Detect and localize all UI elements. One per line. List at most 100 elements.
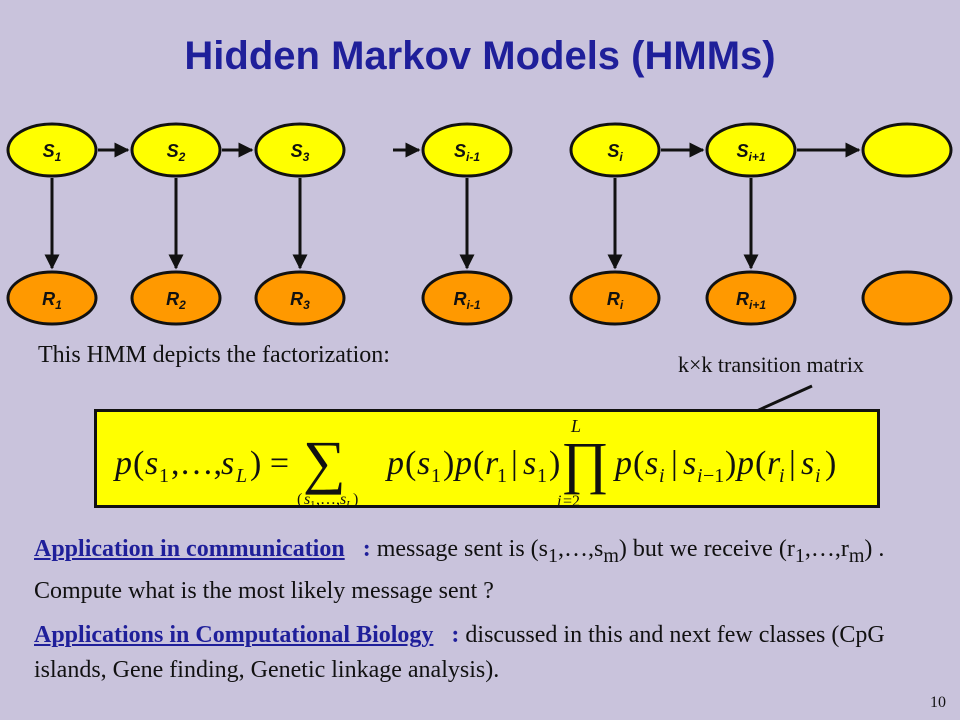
biology-paragraph: Applications in Computational Biology: d… [34, 618, 914, 688]
svg-text:p: p [613, 445, 632, 482]
svg-text:i: i [697, 465, 703, 487]
comm-text-d: ,…,r [804, 536, 849, 562]
biology-heading: Applications in Computational Biology [34, 622, 434, 648]
hidden-state-node [861, 122, 953, 178]
svg-text:s: s [801, 445, 814, 482]
svg-text:L: L [570, 416, 581, 436]
comm-sub-c: 1 [794, 544, 805, 567]
observation-node-label: Ri+1 [736, 289, 766, 312]
svg-text:1: 1 [159, 465, 169, 487]
svg-text:L: L [345, 499, 352, 511]
comm-sub-a: 1 [548, 544, 559, 567]
svg-text:): ) [353, 491, 358, 508]
slide-title: Hidden Markov Models (HMMs) [184, 34, 776, 78]
svg-text:1: 1 [310, 499, 316, 511]
observation-node: R2 [130, 270, 222, 326]
svg-text:1: 1 [497, 465, 507, 487]
svg-text:p: p [735, 445, 754, 482]
svg-text:s: s [417, 445, 430, 482]
factorization-formula: p ( s 1 ,…, s L ) = ∑ ( s 1 ,…, s L ) p … [94, 409, 880, 511]
svg-text:) =: ) = [250, 445, 289, 482]
communication-heading: Application in communication [34, 536, 345, 562]
svg-text:1: 1 [431, 465, 441, 487]
observation-node [861, 270, 953, 326]
observation-node-label: R1 [42, 289, 62, 312]
svg-text:i: i [659, 465, 665, 487]
svg-text:(: ( [755, 445, 766, 482]
observation-node-label: Ri [607, 289, 624, 312]
svg-text:r: r [767, 445, 781, 482]
svg-text:(: ( [633, 445, 644, 482]
comm-text-b: ,…,s [558, 536, 604, 562]
svg-text:s: s [340, 491, 346, 508]
formula-svg: p ( s 1 ,…, s L ) = ∑ ( s 1 ,…, s L ) p … [113, 416, 836, 511]
svg-text:s: s [304, 491, 310, 508]
svg-text:(: ( [405, 445, 416, 482]
svg-text:|: | [789, 445, 796, 482]
comm-sub-b: m [603, 544, 619, 567]
svg-text:i: i [815, 465, 821, 487]
hidden-state-node: S3 [254, 122, 346, 178]
hidden-state-node: Si [569, 122, 661, 178]
hmm-edges [44, 142, 861, 270]
hidden-state-node-label: Si-1 [454, 141, 480, 164]
biology-text: discussed in this and next few classes (… [34, 622, 885, 683]
biology-colon: : [451, 622, 460, 648]
observation-node-label: R2 [166, 289, 186, 312]
comm-text-a: message sent is (s [376, 536, 549, 562]
comm-sub-d: m [848, 544, 865, 567]
hidden-state-node: Si-1 [421, 122, 513, 178]
svg-text:|: | [511, 445, 518, 482]
svg-text:,…,: ,…, [171, 445, 222, 482]
hidden-state-node-label: S2 [167, 141, 186, 164]
svg-text:i: i [557, 493, 561, 510]
svg-text:): ) [443, 445, 454, 482]
hidden-state-node: S1 [6, 122, 98, 178]
svg-text:1: 1 [537, 465, 547, 487]
svg-text:∏: ∏ [561, 430, 609, 495]
hidden-state-node-label: Si [607, 141, 623, 164]
hmm-nodes: S1 S2 S3 Si-1 Si Si+1R1 R2 R3 Ri-1 Ri Ri+1 [6, 122, 953, 326]
svg-text:(: ( [133, 445, 144, 482]
svg-text:r: r [485, 445, 499, 482]
observation-node-label: Ri-1 [453, 289, 480, 312]
svg-text:,…,: ,…, [316, 491, 340, 508]
svg-text:s: s [523, 445, 536, 482]
svg-text:p: p [453, 445, 472, 482]
hidden-state-node: S2 [130, 122, 222, 178]
svg-text:(: ( [473, 445, 484, 482]
hidden-state-node-label: S3 [291, 141, 310, 164]
svg-text:s: s [221, 445, 234, 482]
svg-text:s: s [645, 445, 658, 482]
observation-node: R1 [6, 270, 98, 326]
factorization-label: This HMM depicts the factorization: [38, 342, 390, 368]
observation-node: R3 [254, 270, 346, 326]
svg-text:=2: =2 [563, 493, 580, 510]
svg-text:i: i [779, 465, 785, 487]
observation-node: Ri [569, 270, 661, 326]
hidden-state-node: Si+1 [705, 122, 797, 178]
observation-node-label: R3 [290, 289, 310, 312]
svg-text:s: s [145, 445, 158, 482]
hidden-state-node-label: S1 [43, 141, 62, 164]
transition-matrix-label: k×k transition matrix [678, 352, 864, 377]
svg-text:L: L [235, 465, 247, 487]
communication-colon: : [362, 536, 371, 562]
svg-text:s: s [683, 445, 696, 482]
svg-text:(: ( [297, 491, 302, 508]
svg-text:p: p [385, 445, 404, 482]
comm-text-e: ) . Compute what is the most likely mess… [34, 536, 885, 604]
svg-text:): ) [825, 445, 836, 482]
svg-text:): ) [725, 445, 736, 482]
hmm-diagram: S1 S2 S3 Si-1 Si Si+1R1 R2 R3 Ri-1 Ri Ri+1 [6, 122, 953, 326]
svg-text:): ) [549, 445, 560, 482]
slide-number: 10 [930, 694, 946, 711]
svg-text:|: | [671, 445, 678, 482]
communication-paragraph: Application in communication: message se… [34, 532, 914, 609]
observation-node: Ri-1 [421, 270, 513, 326]
svg-text:p: p [113, 445, 132, 482]
observation-node: Ri+1 [705, 270, 797, 326]
svg-text:∑: ∑ [303, 429, 346, 495]
hidden-state-node-label: Si+1 [736, 141, 765, 164]
svg-text:−1: −1 [703, 465, 724, 487]
